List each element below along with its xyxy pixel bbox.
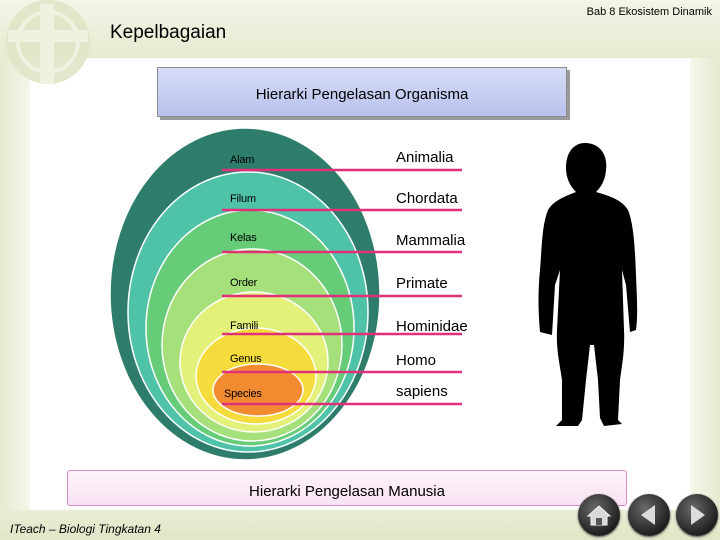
chapter-label: Bab 8 Ekosistem Dinamik (586, 6, 712, 18)
rank-label-filum: Filum (230, 193, 256, 205)
taxon-label-order: Primate (396, 275, 448, 292)
taxon-label-species: sapiens (396, 383, 448, 400)
diagram-caption: Hierarki Pengelasan Manusia (249, 483, 445, 500)
previous-arrow-icon (641, 505, 655, 525)
taxon-label-famili: Hominidae (396, 318, 468, 335)
diagram-heading-box: Hierarki Pengelasan Organisma (157, 67, 567, 117)
slide-title: Kepelbagaian (110, 22, 227, 43)
taxon-label-filum: Chordata (396, 190, 458, 207)
next-arrow-icon (691, 505, 705, 525)
next-button[interactable] (676, 494, 718, 536)
caption-box: Hierarki Pengelasan Manusia (67, 470, 627, 506)
taxon-label-genus: Homo (396, 352, 437, 369)
footer-text: ITeach – Biologi Tingkatan 4 (10, 522, 161, 536)
left-band (0, 58, 30, 510)
rank-label-kelas: Kelas (230, 232, 257, 244)
diagram-heading: Hierarki Pengelasan Organisma (255, 86, 469, 103)
home-button[interactable] (578, 494, 620, 536)
top-band (0, 0, 720, 58)
taxon-label-alam: Animalia (396, 149, 454, 166)
human-silhouette-shape (538, 143, 638, 426)
home-icon (586, 505, 612, 526)
rank-label-alam: Alam (230, 154, 255, 166)
cross-logo-icon (6, 0, 90, 84)
rank-label-order: Order (230, 277, 258, 289)
right-band (690, 58, 720, 510)
previous-button[interactable] (628, 494, 670, 536)
taxon-label-kelas: Mammalia (396, 232, 466, 249)
rank-label-famili: Famili (230, 320, 259, 332)
rank-label-species: Species (224, 388, 262, 400)
rank-label-genus: Genus (230, 353, 262, 365)
